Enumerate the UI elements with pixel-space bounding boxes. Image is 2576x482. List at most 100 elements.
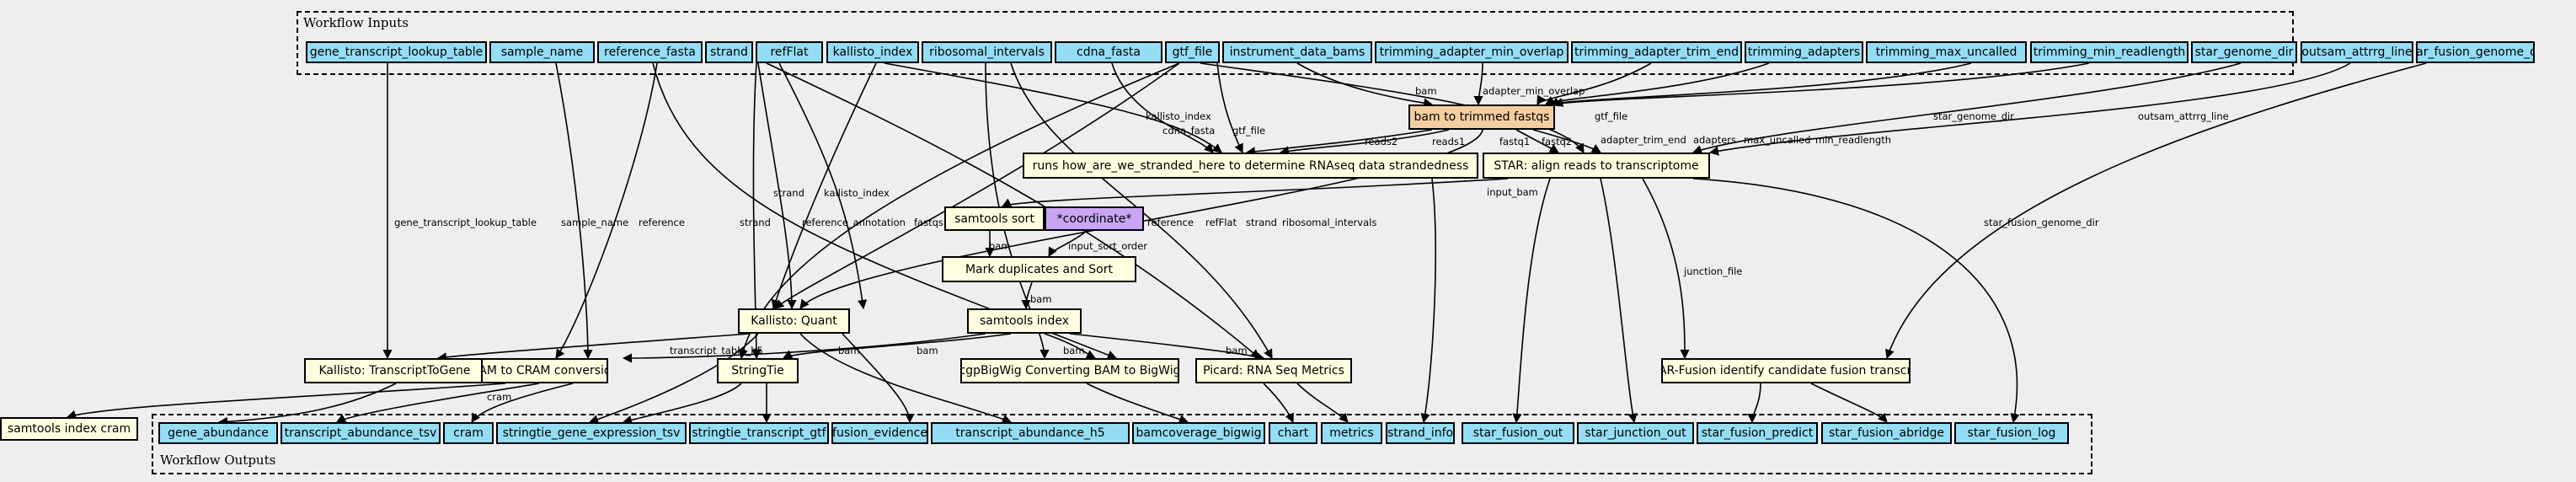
edge-label-fastq2: fastq2 (1542, 136, 1573, 147)
input-node-trimming-adapter-trim-end: trimming_adapter_trim_end (1571, 41, 1742, 63)
input-node-gene-transcript-lookup-table: gene_transcript_lookup_table (306, 41, 487, 63)
edge-27 (1279, 129, 1450, 156)
edge-label-reads2: reads2 (1365, 136, 1398, 147)
output-node-transcript-abundance-h5: transcript_abundance_h5 (931, 422, 1130, 444)
edge-36 (1044, 333, 1097, 359)
edge-label-kallisto-index: kallisto_index (1146, 110, 1211, 122)
edge-label-junction-file: junction_file (1684, 265, 1743, 277)
edge-label-bam: bam (1030, 293, 1052, 305)
output-node-star-fusion-abridge: star_fusion_abridge (1821, 422, 1952, 444)
step-node-kallisto-quant: Kallisto: Quant (738, 308, 850, 334)
edge-31 (1001, 178, 1509, 207)
edge-label-gtf-file: gtf_file (1232, 125, 1266, 137)
edge-label-bam: bam (989, 240, 1011, 252)
output-node-stringtie-gene-expression-tsv: stringtie_gene_expression_tsv (496, 422, 687, 444)
workflow-outputs-label: Workflow Outputs (160, 453, 276, 468)
edge-9 (1010, 62, 1273, 359)
edge-label-strand: strand (773, 187, 804, 199)
output-node-strand-info: strand_info (1386, 422, 1455, 444)
edge-label-max-uncalled: max_uncalled (1744, 134, 1811, 146)
edge-25 (1884, 62, 2427, 360)
input-node-star-genome-dir: star_genome_dir (2191, 41, 2297, 63)
output-node-star-fusion-predict: star_fusion_predict (1697, 422, 1818, 444)
edge-19 (1537, 62, 1652, 105)
output-node-fusion-evidence: fusion_evidence (831, 422, 928, 444)
edge-label-adapter-trim-end: adapter_trim_end (1601, 134, 1686, 146)
edge-16 (1200, 62, 1585, 153)
edge-label-input-bam: input_bam (1487, 186, 1538, 198)
input-node-star-fusion-genome-dir: star_fusion_genome_dir (2416, 41, 2535, 63)
edge-26 (1245, 129, 1433, 157)
edge-label-kallisto-index: kallisto_index (824, 187, 890, 199)
edge-6 (766, 62, 1260, 359)
edge-35 (782, 333, 1012, 359)
input-node-outsam-attrrg-line: outsam_attrrg_line (2301, 41, 2413, 63)
output-node-cram: cram (443, 422, 494, 444)
edge-51 (1296, 383, 1349, 423)
output-node-star-fusion-log: star_fusion_log (1954, 422, 2069, 444)
output-node-star-junction-out: star_junction_out (1577, 422, 1694, 444)
edge-label-refflat: refFlat (1205, 217, 1237, 228)
step-node-star-fusion: STAR-Fusion identify candidate fusion tr… (1661, 358, 1911, 383)
output-node-transcript-abundance-tsv: transcript_abundance_tsv (281, 422, 441, 444)
edge-50 (1263, 383, 1294, 424)
edge-11 (884, 62, 1222, 153)
output-node-star-fusion-out: star_fusion_out (1462, 422, 1574, 444)
edge-label-fastqs: fastqs (914, 217, 943, 228)
edge-label-gtf-file: gtf_file (1595, 110, 1628, 122)
output-node-gene-abundance: gene_abundance (158, 422, 278, 444)
step-node-picard: Picard: RNA Seq Metrics (1195, 358, 1352, 383)
edge-label-strand: strand (740, 217, 771, 228)
edge-label-reference: reference (1147, 217, 1194, 228)
edge-28 (1515, 129, 1559, 153)
step-node-bigwig: cgpBigWig Converting BAM to BigWig (960, 358, 1179, 383)
workflow-outputs-cluster (152, 414, 2092, 474)
edge-52 (1420, 178, 1436, 424)
edge-44 (66, 383, 506, 420)
step-node-samtools-sort: samtools sort (944, 206, 1045, 231)
edge-label-adapter-min-overlap: adapter_min_overlap (1483, 85, 1585, 97)
step-node-stranded: runs how_are_we_stranded_here to determi… (1023, 153, 1478, 179)
input-node-kallisto-index: kallisto_index (826, 41, 919, 63)
input-node-strand: strand (705, 41, 753, 63)
input-node-reference-fasta: reference_fasta (597, 41, 703, 63)
edge-41 (842, 333, 915, 424)
edge-label-fastq1: fastq1 (1499, 136, 1531, 147)
edge-53 (1512, 178, 1551, 424)
input-node-trimming-max-uncalled: trimming_max_uncalled (1866, 41, 2027, 63)
step-node-bam-to-cram: BAM to CRAM conversion (481, 358, 608, 383)
edge-56 (1692, 178, 2020, 424)
step-node-samtools-index: samtools index (967, 308, 1082, 334)
edge-label-cram: cram (487, 391, 512, 403)
edge-label-cdna-fasta: cdna_fasta (1162, 125, 1216, 137)
edge-33 (1048, 230, 1088, 257)
edge-45 (336, 383, 540, 423)
edge-label-outsam-attrrg-line: outsam_attrrg_line (2138, 110, 2229, 122)
edge-2 (555, 62, 658, 359)
edge-label-bam: bam (1226, 345, 1248, 356)
edge-37 (1069, 333, 1265, 361)
edge-12 (1111, 62, 1214, 153)
edge-34 (1021, 281, 1033, 310)
edge-label-reads1: reads1 (1432, 136, 1466, 147)
edge-label-bam: bam (917, 345, 938, 356)
edge-label-strand: strand (1246, 217, 1277, 228)
edge-label-input-sort-order: input_sort_order (1068, 240, 1148, 252)
workflow-inputs-label: Workflow Inputs (303, 15, 409, 30)
output-node-metrics: metrics (1321, 422, 1382, 444)
output-node-chart: chart (1269, 422, 1317, 444)
edge-5 (757, 62, 797, 310)
step-node-star-align: STAR: align reads to transcriptome (1483, 153, 1710, 179)
input-node-trimming-min-readlength: trimming_min_readlength (2030, 41, 2189, 63)
edge-label-bam: bam (1415, 85, 1437, 97)
edge-14 (774, 62, 1180, 309)
edge-label-reference-annotation: reference_annotation (802, 217, 906, 228)
edge-39 (436, 333, 751, 362)
edge-57 (1747, 383, 1761, 424)
edge-17 (1296, 62, 1434, 108)
edge-18 (1473, 62, 1483, 106)
edge-4 (751, 62, 762, 360)
edge-7 (778, 62, 868, 310)
edge-54 (1600, 178, 1638, 424)
